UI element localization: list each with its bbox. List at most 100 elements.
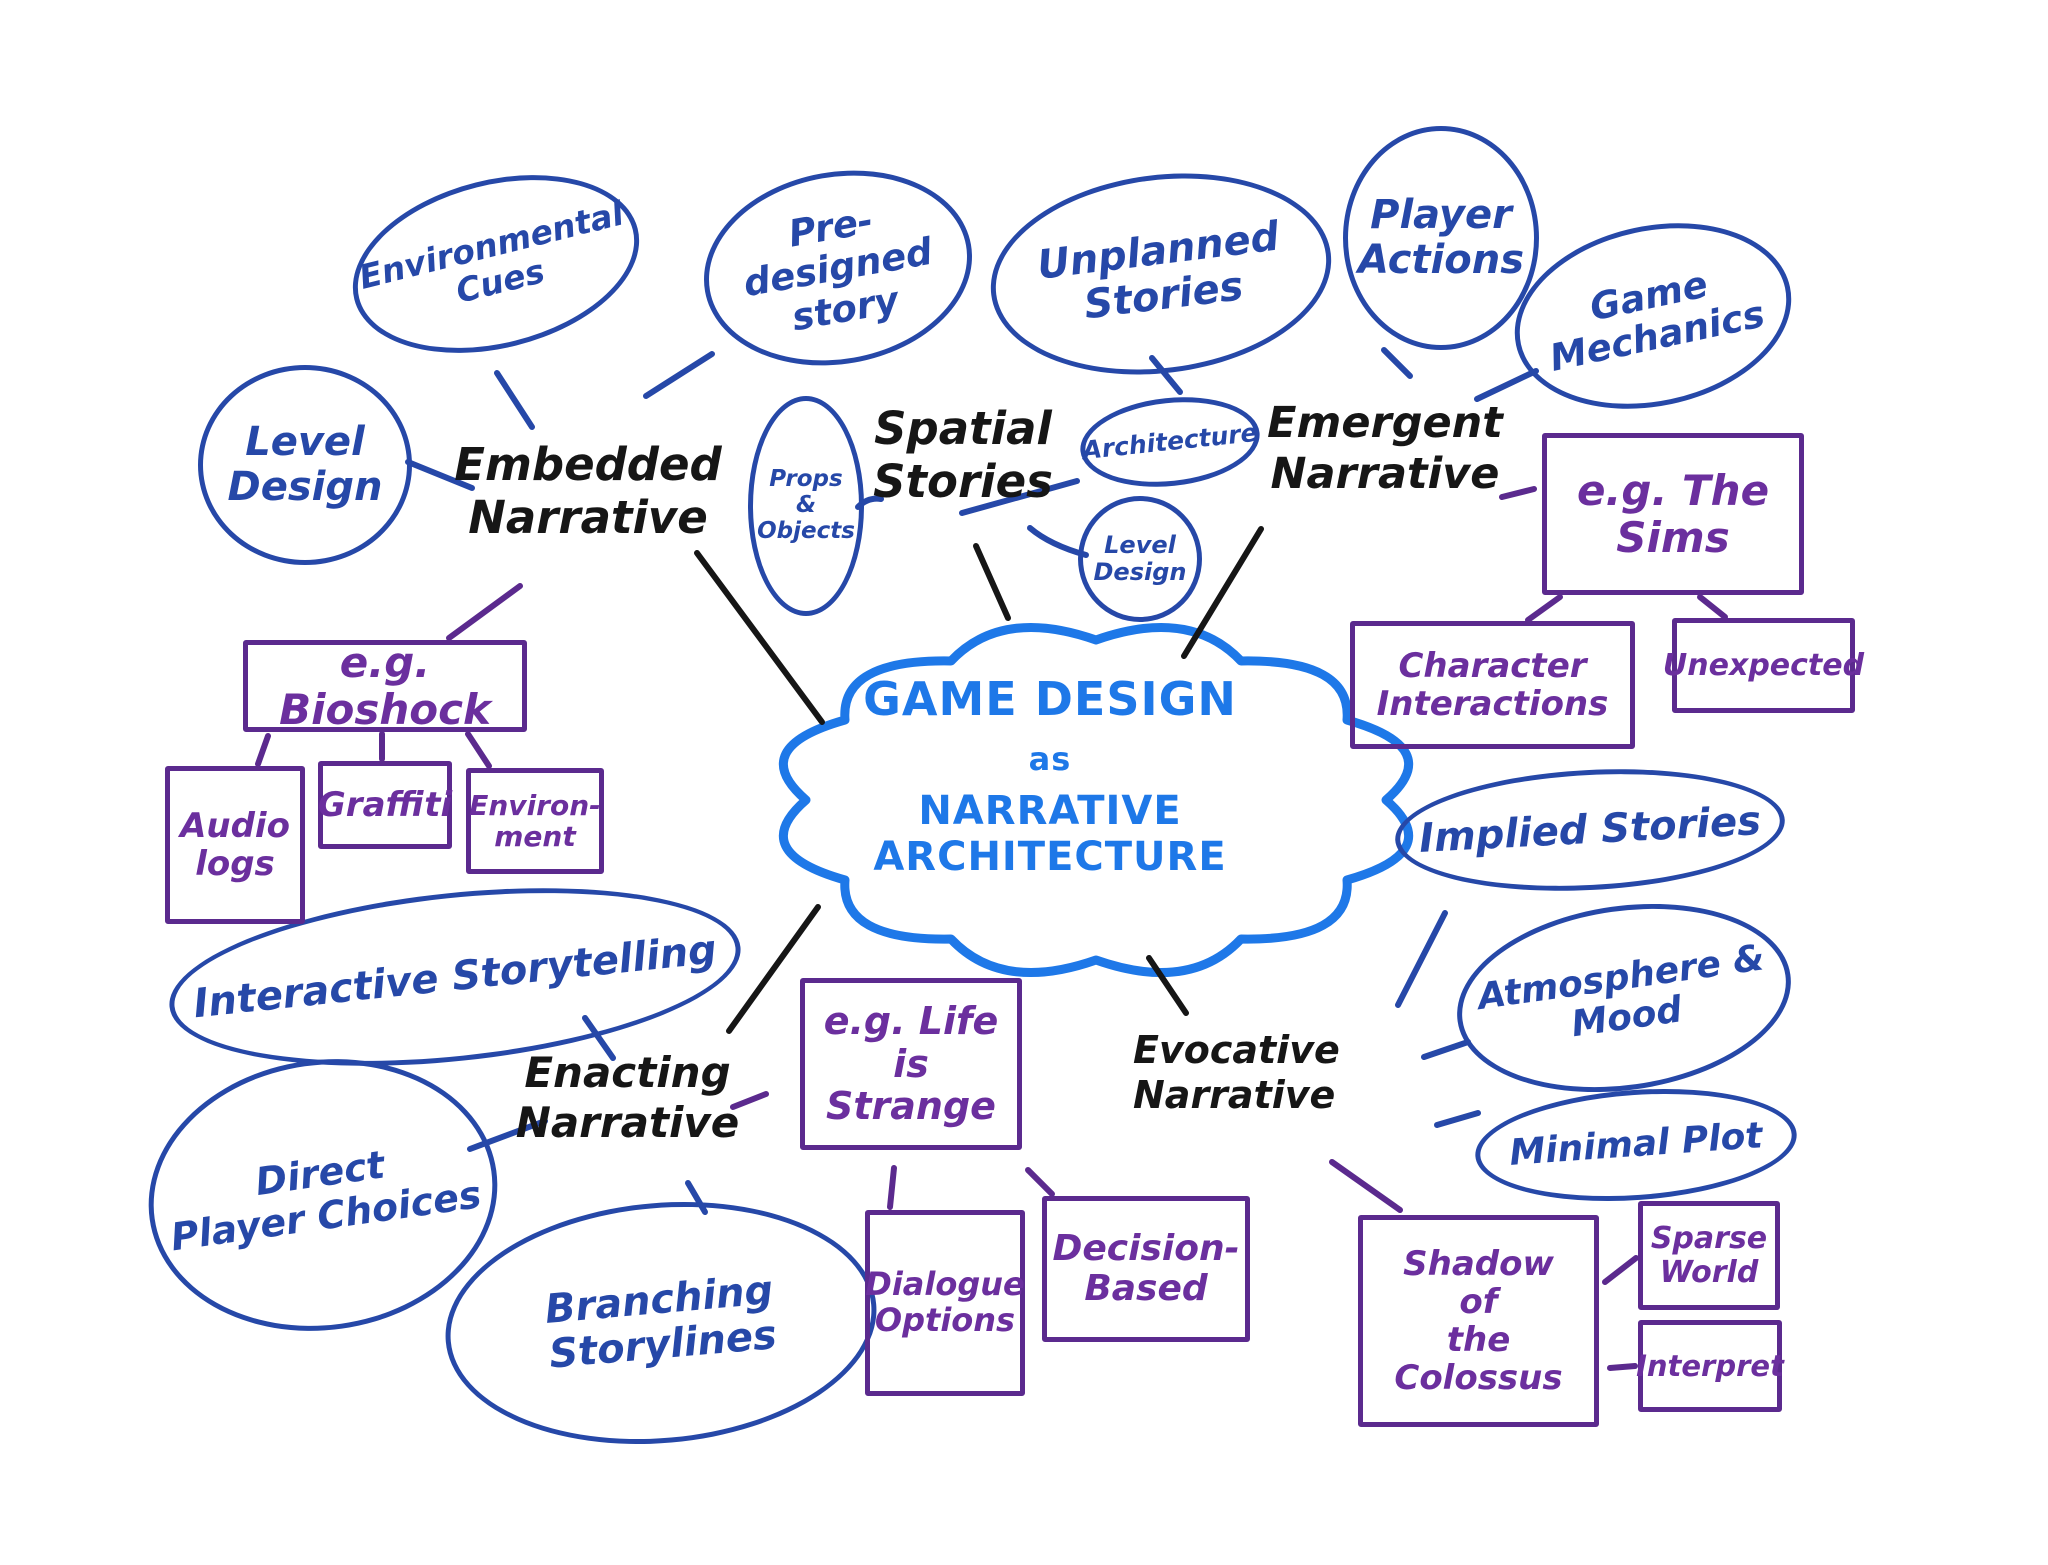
box-environment: Environ- ment (466, 768, 604, 874)
branch-label-line: Emergent (1267, 398, 1503, 448)
box-graffiti: Graffiti (318, 761, 452, 849)
edge-level-design-embedded (405, 459, 475, 491)
node-label-line: Implied Stories (1417, 797, 1762, 862)
box-label-line: of (1459, 1281, 1498, 1322)
node-label-line: Actions (1357, 237, 1525, 283)
box-label-line: Audio (180, 805, 290, 846)
branch-label-line: Embedded (454, 438, 722, 491)
edge-bioshock-audio-logs (255, 733, 271, 767)
edge-cloud-spatial (973, 543, 1011, 621)
branch-label-line: Narrative (468, 491, 708, 545)
box-label-line: Character (1398, 645, 1587, 686)
edge-cloud-evocative (1146, 955, 1189, 1016)
cloud-center-title: GAME DESIGN as NARRATIVE ARCHITECTURE (770, 672, 1330, 880)
edge-implied-evocative (1395, 910, 1448, 1008)
edge-game-mechanics-emergent (1474, 368, 1539, 402)
branch-label-line: Narrative (1133, 1072, 1336, 1117)
edge-sims-character-interactions (1525, 594, 1563, 623)
branch-label-line: Enacting (524, 1048, 731, 1097)
cloud-outline (778, 622, 1414, 978)
node-label-line: Minimal Plot (1508, 1115, 1764, 1174)
box-label-line: ment (494, 820, 576, 853)
edge-embedded-bioshock (446, 583, 523, 641)
box-life-is-strange: e.g. Life is Strange (800, 978, 1022, 1150)
node-label-line: Props (769, 466, 843, 493)
node-label-line: Architecture (1081, 417, 1259, 466)
edge-atmosphere-evocative (1421, 1039, 1471, 1060)
edge-shadow-interpret (1607, 1363, 1638, 1371)
box-dialogue-options: Dialogue Options (865, 1210, 1025, 1396)
branch-evocative-narrative: Evocative Narrative (1133, 1028, 1340, 1118)
cloud-title-line3: NARRATIVE ARCHITECTURE (873, 788, 1227, 880)
node-props-objects: Props & Objects (748, 396, 864, 616)
branch-label-line: Spatial (874, 402, 1052, 455)
box-unexpected: Unexpected (1663, 618, 1864, 713)
edge-cloud-enacting (726, 904, 821, 1034)
cloud-title-line2: as (1028, 740, 1072, 778)
box-label-line: World (1659, 1254, 1759, 1290)
box-label-line: Options (874, 1301, 1016, 1339)
box-label-line: Based (1084, 1268, 1208, 1309)
box-the-sims: e.g. The Sims (1542, 433, 1804, 595)
edge-life-strange-dialogue (887, 1165, 897, 1210)
edge-cloud-emergent (1181, 526, 1264, 659)
node-level-design: Level Design (198, 365, 412, 565)
box-label-line: logs (195, 844, 275, 884)
box-decision-based: Decision- Based (1042, 1196, 1250, 1342)
edge-enacting-life-strange (730, 1091, 769, 1110)
edge-branching-enacting (685, 1180, 708, 1215)
node-label-line: Player (1370, 192, 1512, 239)
box-label-line: Decision- (1052, 1227, 1240, 1269)
box-bioshock: e.g. Bioshock (243, 637, 527, 734)
box-sparse-world: Sparse World (1638, 1201, 1780, 1310)
node-label-line: & (795, 492, 817, 519)
branch-spatial-stories: Spatial Stories (858, 402, 1068, 508)
branch-enacting-narrative: Enacting Narrative (515, 1048, 740, 1147)
box-label-line: Environ- (469, 788, 601, 822)
node-label-line: Design (227, 464, 383, 510)
edge-bioshock-environment (465, 731, 492, 769)
box-label-line: Strange (826, 1084, 996, 1129)
cloud-title-line1: GAME DESIGN (863, 672, 1237, 726)
edge-environmental-cues-embedded (494, 370, 535, 430)
node-label-line: Interactive Storytelling (191, 926, 719, 1027)
box-label-line: Shadow (1403, 1243, 1554, 1284)
node-player-actions: Player Actions (1343, 126, 1539, 350)
edge-architecture-spatial (959, 478, 1080, 516)
branch-label-line: Evocative (1133, 1028, 1340, 1072)
branch-label-line: Narrative (1270, 448, 1500, 499)
box-audio-logs: Audio logs (165, 766, 305, 924)
box-label-line: Dialogue (865, 1265, 1025, 1304)
box-shadow-of-the-colossus: Shadow of the Colossus (1358, 1215, 1599, 1427)
box-label-line: e.g. The (1576, 465, 1770, 515)
box-character-interactions: Character Interactions (1350, 621, 1635, 749)
edge-pre-designed-embedded (643, 351, 715, 399)
box-label-line: e.g. Life is (823, 999, 999, 1086)
box-label-line: Interpret (1636, 1348, 1784, 1383)
edge-cloud-embedded (694, 550, 825, 725)
edge-player-actions-emergent (1381, 347, 1413, 379)
edge-evocative-shadow (1329, 1159, 1403, 1213)
node-label-line: Level (1104, 531, 1176, 560)
box-label-line: Unexpected (1662, 647, 1865, 683)
edge-life-strange-decision (1025, 1167, 1055, 1197)
edge-interactive-enacting (582, 1015, 616, 1061)
box-interpret: Interpret (1636, 1320, 1784, 1412)
box-label-line: Graffiti (317, 784, 453, 825)
edge-sims-unexpected (1697, 594, 1728, 620)
node-label-line: Level (245, 419, 365, 466)
edge-unplanned-emergent (1149, 355, 1183, 395)
branch-emergent-narrative: Emergent Narrative (1265, 398, 1505, 499)
branch-embedded-narrative: Embedded Narrative (448, 438, 728, 544)
box-label-line: Interactions (1376, 684, 1609, 724)
box-label-line: e.g. Bioshock (279, 637, 491, 734)
branch-label-line: Narrative (515, 1097, 740, 1147)
branch-label-line: Stories (873, 455, 1053, 509)
box-label-line: Sparse (1650, 1220, 1768, 1256)
edge-direct-choices-enacting (467, 1118, 548, 1152)
node-label-line: Design (1093, 558, 1187, 586)
edge-emergent-sims (1499, 486, 1537, 500)
node-level-design-small: Level Design (1078, 496, 1202, 622)
